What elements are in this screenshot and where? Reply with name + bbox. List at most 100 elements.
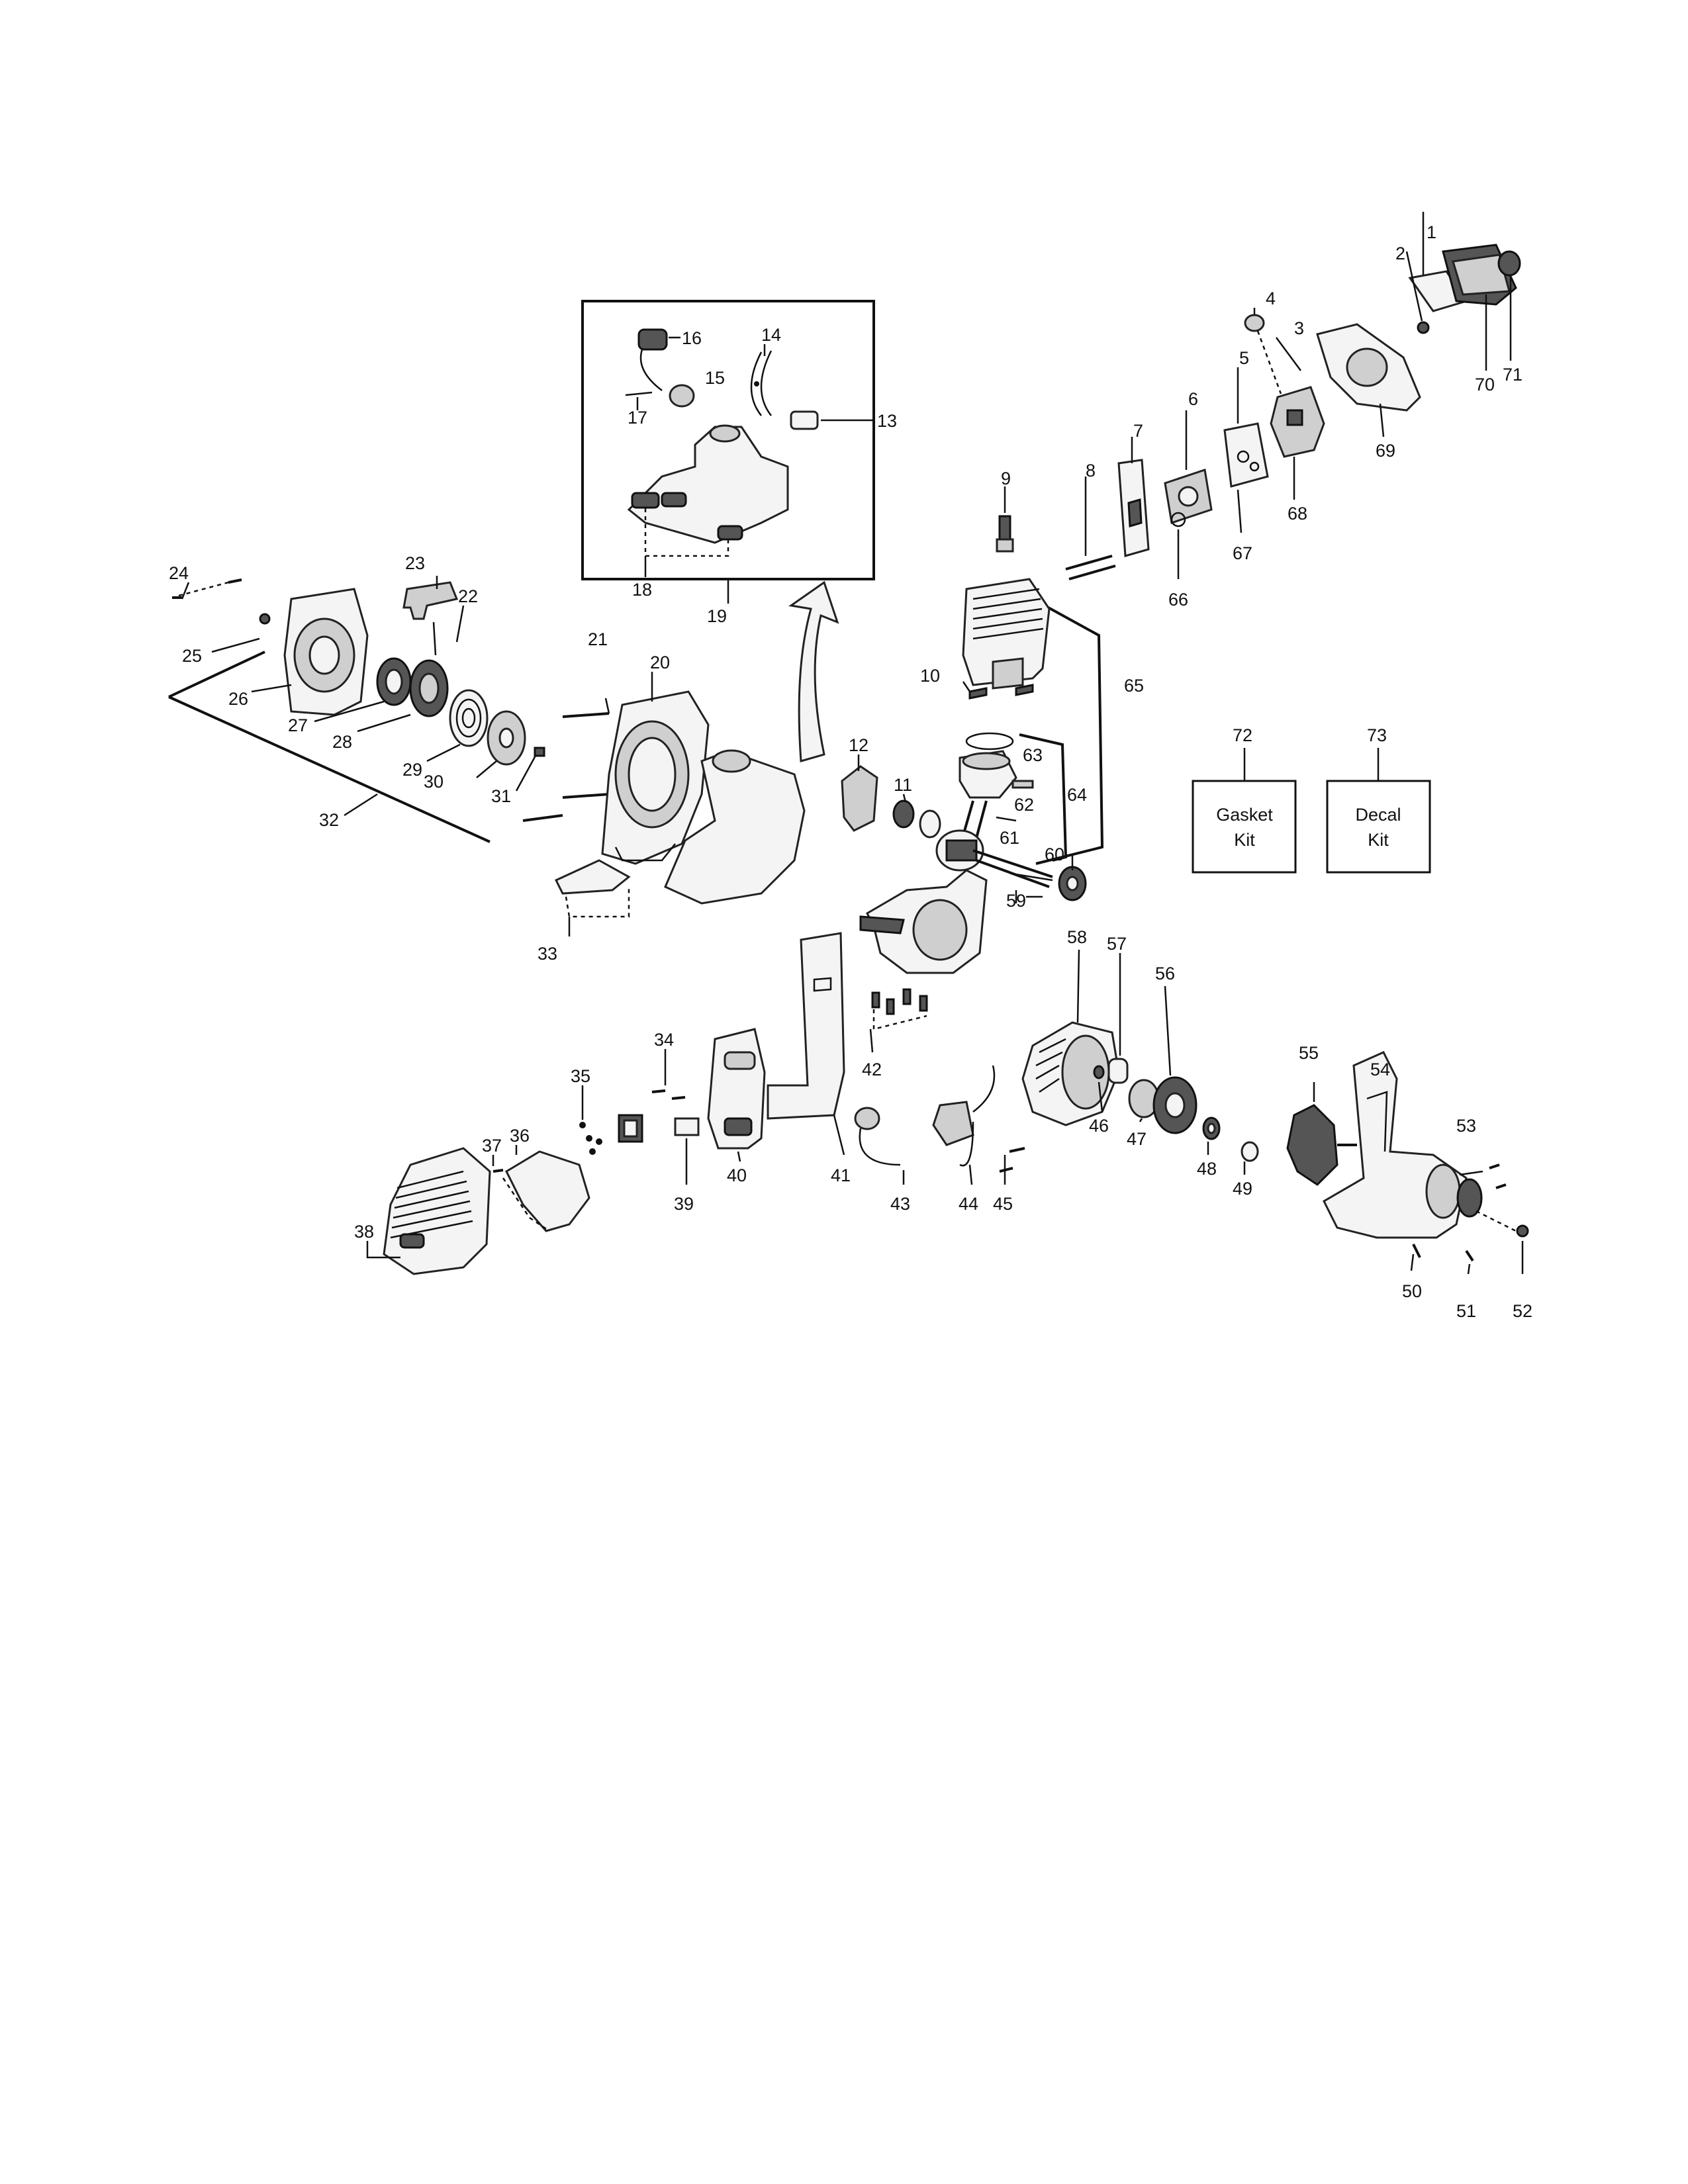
fuel-filter-part bbox=[790, 410, 819, 430]
assembly-arrow bbox=[788, 580, 839, 762]
fuel-line-part bbox=[750, 351, 763, 416]
hub-part bbox=[1425, 1163, 1461, 1219]
callout-21: 21 bbox=[588, 629, 608, 649]
fuel-tank-part bbox=[627, 426, 789, 544]
lower-engine-group bbox=[579, 932, 1259, 1185]
callout-3: 3 bbox=[1294, 318, 1304, 338]
callout-31: 31 bbox=[491, 786, 511, 806]
callout-47: 47 bbox=[1127, 1129, 1147, 1149]
callout-61: 61 bbox=[1000, 828, 1019, 848]
callout-25: 25 bbox=[182, 646, 202, 666]
fuel-cap-part bbox=[637, 328, 668, 391]
callout-68: 68 bbox=[1288, 504, 1307, 523]
callout-72: 72 bbox=[1233, 725, 1252, 745]
engine-core-group bbox=[841, 598, 1104, 1053]
gasket-kit-box: Gasket Kit bbox=[1192, 748, 1297, 874]
callout-7: 7 bbox=[1133, 421, 1143, 441]
starter-handle-part bbox=[402, 581, 459, 620]
filter-disc-part bbox=[669, 384, 695, 408]
callout-24: 24 bbox=[169, 563, 189, 583]
ignition-coil-part bbox=[932, 1101, 974, 1146]
callout-16: 16 bbox=[682, 328, 702, 348]
callout-39: 39 bbox=[674, 1194, 694, 1214]
ignition-module-part bbox=[841, 765, 878, 832]
bearing-part bbox=[919, 809, 941, 839]
callout-34: 34 bbox=[654, 1030, 674, 1050]
callout-2: 2 bbox=[1395, 244, 1405, 263]
callout-59: 59 bbox=[1006, 891, 1026, 911]
foot-plate-part bbox=[554, 859, 631, 895]
callout-18: 18 bbox=[632, 580, 652, 600]
callout-33: 33 bbox=[538, 944, 557, 964]
callout-30: 30 bbox=[424, 772, 444, 792]
callout-50: 50 bbox=[1402, 1281, 1422, 1301]
callout-54: 54 bbox=[1370, 1060, 1390, 1079]
starter-spring-part bbox=[449, 689, 489, 747]
recoil-starter-group bbox=[168, 576, 545, 843]
carb-gasket-part bbox=[1223, 367, 1269, 533]
callout-63: 63 bbox=[1023, 745, 1043, 765]
callout-22: 22 bbox=[458, 586, 478, 606]
callout-37: 37 bbox=[482, 1136, 502, 1156]
tank-grommet-part bbox=[631, 492, 660, 509]
callout-29: 29 bbox=[402, 760, 422, 780]
callout-73: 73 bbox=[1367, 725, 1387, 745]
gasket-kit-text-1: Gasket bbox=[1216, 805, 1273, 825]
callout-23: 23 bbox=[405, 553, 425, 573]
piston-ring-part bbox=[965, 732, 1014, 751]
callout-71: 71 bbox=[1503, 365, 1523, 385]
callout-67: 67 bbox=[1233, 543, 1252, 563]
heat-shield-part bbox=[767, 932, 845, 1120]
callout-27: 27 bbox=[288, 715, 308, 735]
callout-60: 60 bbox=[1045, 844, 1064, 864]
cover-bracket-part bbox=[505, 1150, 590, 1232]
callout-55: 55 bbox=[1299, 1043, 1319, 1063]
spark-screen-part bbox=[674, 1117, 700, 1136]
callout-28: 28 bbox=[332, 732, 352, 752]
callout-48: 48 bbox=[1197, 1159, 1217, 1179]
callout-11: 11 bbox=[894, 775, 912, 795]
part-callouts: 1 2 3 4 5 6 7 8 9 10 11 12 13 14 15 16 1… bbox=[169, 222, 1532, 1321]
callout-36: 36 bbox=[510, 1126, 530, 1146]
gasket-kit-text-2: Kit bbox=[1234, 830, 1255, 850]
callout-45: 45 bbox=[993, 1194, 1013, 1214]
callout-57: 57 bbox=[1107, 934, 1127, 954]
callout-26: 26 bbox=[228, 689, 248, 709]
callout-51: 51 bbox=[1456, 1301, 1476, 1321]
callout-35: 35 bbox=[571, 1066, 590, 1086]
callout-17: 17 bbox=[628, 408, 647, 428]
callout-46: 46 bbox=[1089, 1116, 1109, 1136]
callout-62: 62 bbox=[1014, 795, 1034, 815]
callout-5: 5 bbox=[1239, 348, 1249, 368]
callout-1: 1 bbox=[1427, 222, 1436, 242]
callout-12: 12 bbox=[849, 735, 868, 755]
air-filter-knob-part bbox=[1497, 250, 1521, 277]
callout-4: 4 bbox=[1266, 289, 1276, 308]
callout-49: 49 bbox=[1233, 1179, 1252, 1199]
callout-6: 6 bbox=[1188, 389, 1198, 409]
callout-32: 32 bbox=[319, 810, 339, 830]
callout-38: 38 bbox=[354, 1222, 374, 1242]
engine-cover-group bbox=[366, 1145, 590, 1275]
cylinder-part bbox=[962, 578, 1051, 686]
callout-44: 44 bbox=[959, 1194, 978, 1214]
callout-10: 10 bbox=[920, 666, 940, 686]
air-filter-group bbox=[1316, 212, 1521, 437]
decal-kit-text-2: Kit bbox=[1368, 830, 1389, 850]
callout-42: 42 bbox=[862, 1060, 882, 1079]
crank-seal-part bbox=[892, 799, 915, 829]
spark-plug-part bbox=[998, 515, 1011, 541]
decal-kit-text-1: Decal bbox=[1355, 805, 1401, 825]
decal-kit-box: Decal Kit bbox=[1326, 748, 1431, 874]
callout-65: 65 bbox=[1124, 676, 1144, 696]
callout-13: 13 bbox=[877, 411, 897, 431]
clutch-drum-part bbox=[1286, 1104, 1338, 1186]
carburetor-part bbox=[1244, 308, 1325, 500]
callout-70: 70 bbox=[1475, 375, 1495, 394]
callout-52: 52 bbox=[1513, 1301, 1532, 1321]
callout-15: 15 bbox=[705, 368, 725, 388]
carb-adapter-part bbox=[1164, 410, 1213, 579]
retainer-part bbox=[625, 391, 653, 396]
callout-58: 58 bbox=[1067, 927, 1087, 947]
callout-14: 14 bbox=[761, 325, 781, 345]
